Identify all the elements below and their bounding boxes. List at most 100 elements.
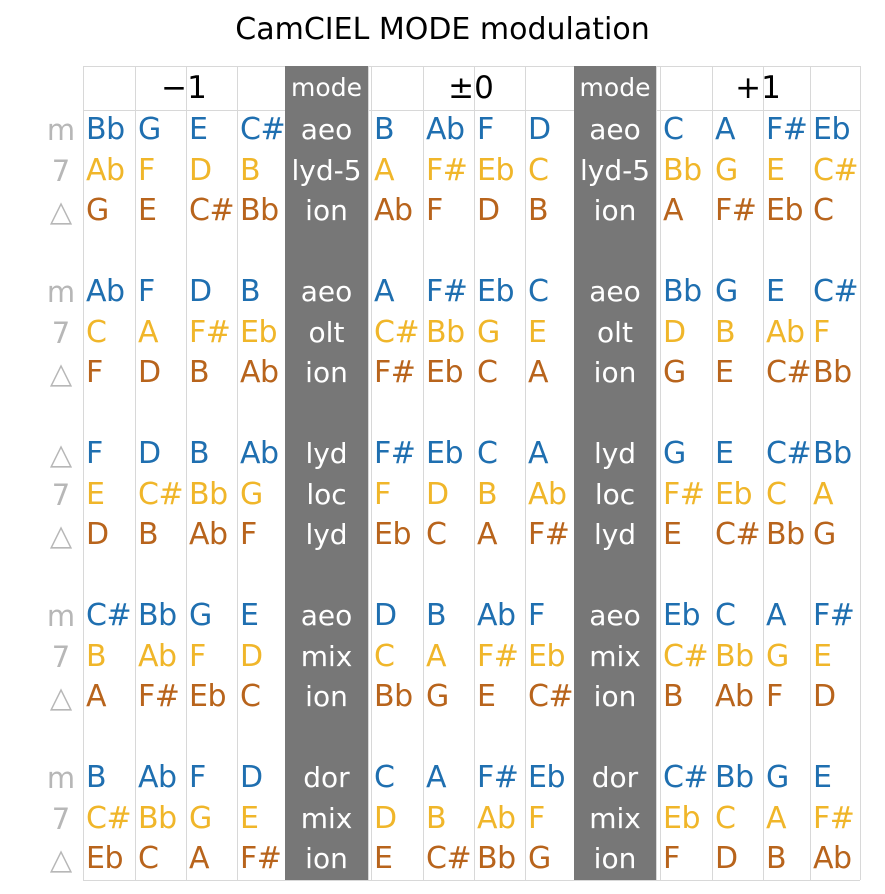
note-cell: Ab — [374, 193, 413, 228]
note-cell: Ab — [138, 760, 177, 795]
note-cell: D — [528, 112, 551, 147]
note-cell: A — [813, 476, 834, 512]
note-cell: C# — [813, 152, 859, 188]
note-cell: Eb — [813, 112, 851, 147]
note-cell: C — [426, 517, 447, 552]
note-cell: C# — [86, 800, 132, 836]
note-cell: C# — [86, 598, 132, 633]
note-cell: C — [374, 638, 395, 674]
note-cell: Bb — [663, 274, 702, 309]
note-cell: F — [766, 679, 783, 714]
note-cell: F# — [813, 800, 855, 836]
note-cell: C# — [528, 679, 574, 714]
grid-line-vertical — [474, 66, 475, 880]
note-cell: Bb — [138, 800, 177, 836]
note-cell: C# — [663, 638, 709, 674]
note-cell: C# — [766, 355, 812, 390]
note-cell: A — [426, 760, 447, 795]
mode-cell: dor — [591, 761, 639, 794]
note-cell: D — [426, 476, 449, 512]
note-cell: D — [477, 193, 500, 228]
note-cell: F — [189, 638, 206, 674]
row-type-label: △ — [49, 194, 73, 228]
grid-line-vertical — [660, 66, 661, 880]
row-type-label: 7 — [51, 315, 71, 350]
note-cell: G — [189, 800, 212, 836]
note-cell: Eb — [374, 517, 412, 552]
note-cell: C — [528, 152, 549, 188]
mode-cell: aeo — [589, 275, 641, 308]
note-cell: E — [663, 517, 682, 552]
note-cell: F# — [813, 598, 855, 633]
note-cell: C — [766, 476, 787, 512]
mode-cell: ion — [593, 842, 637, 875]
note-cell: Bb — [813, 436, 852, 471]
note-cell: F# — [240, 841, 282, 876]
note-cell: A — [528, 355, 549, 390]
note-cell: C# — [240, 112, 286, 147]
note-cell: F — [86, 355, 103, 390]
note-cell: F — [138, 274, 155, 309]
note-cell: E — [766, 274, 785, 309]
grid-line-vertical — [368, 66, 369, 880]
row-type-label: △ — [49, 356, 73, 390]
mode-cell: lyd — [593, 437, 637, 470]
note-cell: E — [766, 152, 785, 188]
note-cell: G — [715, 274, 738, 309]
page-title: CamCIEL MODE modulation — [235, 12, 650, 47]
note-cell: Ab — [528, 476, 567, 512]
grid-line-vertical — [763, 66, 764, 880]
note-cell: F — [813, 314, 830, 350]
note-cell: Eb — [477, 152, 515, 188]
note-cell: Bb — [715, 638, 754, 674]
note-cell: F# — [663, 476, 705, 512]
mode-cell: aeo — [589, 113, 641, 146]
note-cell: C# — [426, 841, 472, 876]
header-mode: mode — [579, 73, 651, 102]
note-cell: B — [477, 476, 498, 512]
note-cell: D — [813, 679, 836, 714]
note-cell: F — [663, 841, 680, 876]
note-cell: Ab — [86, 152, 125, 188]
row-type-label: m — [46, 275, 76, 309]
mode-cell: ion — [305, 842, 348, 875]
note-cell: Bb — [813, 355, 852, 390]
note-cell: C# — [374, 314, 420, 350]
note-cell: B — [426, 800, 447, 836]
mode-cell: ion — [305, 680, 348, 713]
note-cell: E — [240, 800, 259, 836]
note-cell: B — [138, 517, 159, 552]
note-cell: C — [86, 314, 107, 350]
note-cell: F# — [138, 679, 180, 714]
note-cell: F# — [477, 638, 519, 674]
grid-line-vertical — [860, 66, 861, 880]
note-cell: C — [715, 598, 736, 633]
note-cell: Bb — [663, 152, 702, 188]
mode-cell: lyd — [593, 518, 637, 551]
note-cell: F — [86, 436, 103, 471]
note-cell: Ab — [240, 355, 279, 390]
grid-line-vertical — [810, 66, 811, 880]
note-cell: B — [240, 152, 261, 188]
note-cell: G — [715, 152, 738, 188]
note-cell: G — [189, 598, 212, 633]
note-cell: G — [477, 314, 500, 350]
mode-cell: mix — [300, 639, 353, 673]
note-cell: C# — [715, 517, 761, 552]
note-cell: D — [189, 152, 212, 188]
note-cell: B — [766, 841, 787, 876]
mode-cell: loc — [594, 477, 636, 511]
mode-cell: ion — [593, 680, 637, 713]
note-cell: D — [86, 517, 109, 552]
note-cell: Eb — [528, 760, 566, 795]
note-cell: C# — [663, 760, 709, 795]
note-cell: G — [663, 436, 686, 471]
note-cell: Ab — [426, 112, 465, 147]
note-cell: E — [813, 760, 832, 795]
note-cell: A — [528, 436, 549, 471]
note-cell: A — [138, 314, 159, 350]
note-cell: C — [663, 112, 684, 147]
grid-line-vertical — [656, 66, 657, 880]
note-cell: Bb — [189, 476, 228, 512]
note-cell: Eb — [715, 476, 753, 512]
